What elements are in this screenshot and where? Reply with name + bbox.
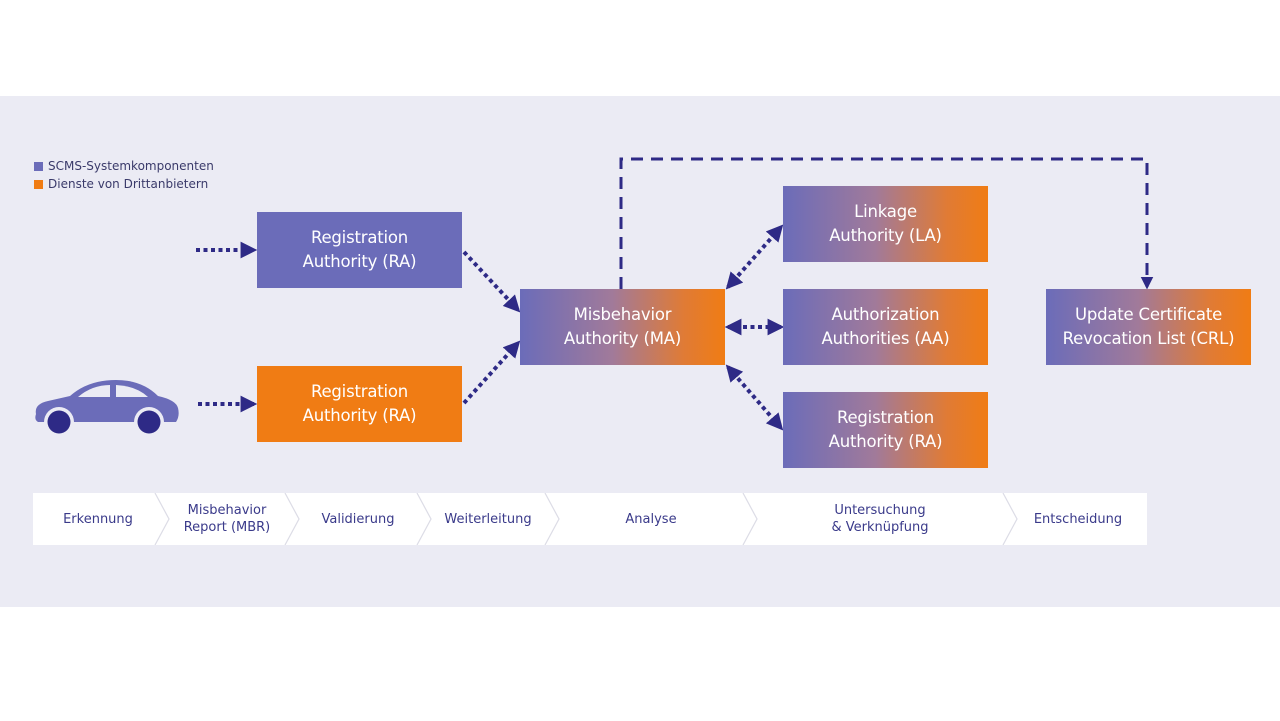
node-authorization-authorities[interactable]: Authorization Authorities (AA) <box>783 289 988 365</box>
process-step-analyse: Analyse <box>551 493 751 545</box>
node-label: Registration Authority (RA) <box>828 408 943 451</box>
step-label: Validierung <box>321 511 395 527</box>
legend-item-system: SCMS-Systemkomponenten <box>34 157 214 175</box>
node-linkage-authority[interactable]: Linkage Authority (LA) <box>783 186 988 262</box>
step-label: Weiterleitung <box>444 511 532 527</box>
step-divider <box>154 493 170 545</box>
node-label: Authorization Authorities (AA) <box>821 305 950 348</box>
node-registration-authority-system[interactable]: Registration Authority (RA) <box>257 212 462 288</box>
step-divider <box>1002 493 1018 545</box>
process-step-mbr: Misbehavior Report (MBR) <box>161 493 293 545</box>
step-label: Erkennung <box>63 511 133 527</box>
node-registration-authority-analysis[interactable]: Registration Authority (RA) <box>783 392 988 468</box>
node-label: Registration Authority (RA) <box>302 228 417 271</box>
legend-label-third-party: Dienste von Drittanbietern <box>48 177 209 191</box>
process-bar: Erkennung Misbehavior Report (MBR) Valid… <box>33 493 1147 545</box>
step-divider <box>284 493 300 545</box>
node-label: Registration Authority (RA) <box>302 382 417 425</box>
node-update-crl[interactable]: Update Certificate Revocation List (CRL) <box>1046 289 1251 365</box>
step-label: Misbehavior Report (MBR) <box>183 503 271 535</box>
legend-swatch-system <box>34 161 43 171</box>
process-step-weiterleitung: Weiterleitung <box>423 493 553 545</box>
step-label: Untersuchung & Verknüpfung <box>831 503 929 535</box>
step-label: Analyse <box>625 511 677 527</box>
legend: SCMS-Systemkomponenten Dienste von Dritt… <box>34 157 214 193</box>
legend-swatch-third-party <box>34 179 43 189</box>
node-label: Linkage Authority (LA) <box>829 202 942 245</box>
process-step-untersuchung: Untersuchung & Verknüpfung <box>749 493 1011 545</box>
process-step-erkennung: Erkennung <box>33 493 163 545</box>
legend-label-system: SCMS-Systemkomponenten <box>48 159 214 173</box>
car-icon <box>30 376 182 442</box>
step-divider <box>544 493 560 545</box>
process-step-entscheidung: Entscheidung <box>1009 493 1147 545</box>
node-registration-authority-third-party[interactable]: Registration Authority (RA) <box>257 366 462 442</box>
node-misbehavior-authority[interactable]: Misbehavior Authority (MA) <box>520 289 725 365</box>
process-bar-background <box>33 493 1147 545</box>
process-step-validierung: Validierung <box>291 493 425 545</box>
step-label: Entscheidung <box>1033 511 1123 527</box>
step-divider <box>416 493 432 545</box>
step-divider <box>742 493 758 545</box>
node-label: Misbehavior Authority (MA) <box>563 305 682 348</box>
node-label: Update Certificate Revocation List (CRL) <box>1062 305 1235 348</box>
legend-item-third-party: Dienste von Drittanbietern <box>34 175 214 193</box>
